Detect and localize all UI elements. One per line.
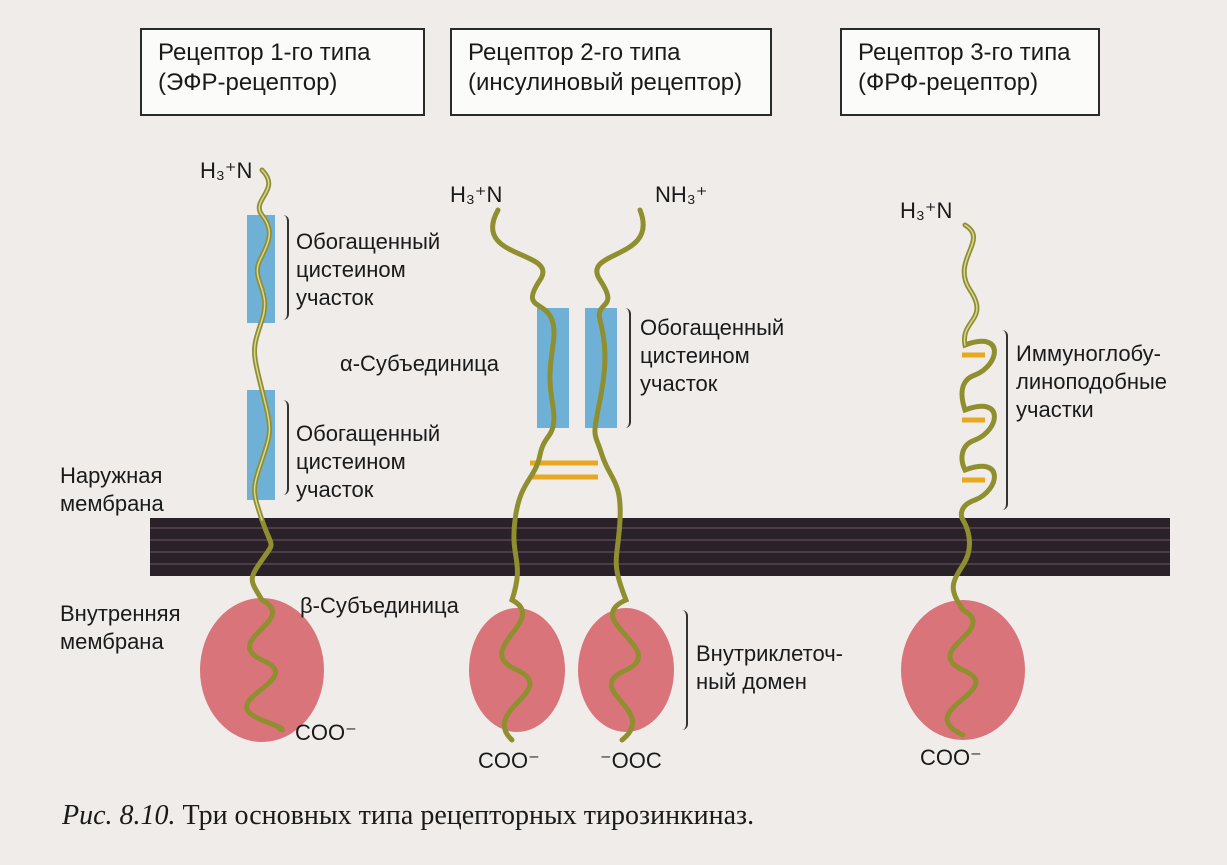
chain-receptor-2a [490, 207, 557, 743]
n-terminus-1: H₃⁺N [200, 158, 253, 183]
label-ig-like: Иммуноглобу- линоподобные участки [1016, 341, 1168, 422]
bracket-kinase [680, 610, 688, 730]
label-alpha-subunit: α-Субъединица [340, 351, 499, 376]
receptor-3-title: Рецептор 3-го типа (ФРФ-рецептор) [840, 28, 1100, 116]
n-terminus-2a: H₃⁺N [450, 182, 503, 207]
c-terminus-3: COO⁻ [920, 745, 982, 770]
membrane-stripes [150, 527, 1170, 565]
figure-caption: Рис. 8.10. Три основных типа рецепторных… [62, 800, 754, 832]
bracket-cys-3 [623, 308, 631, 428]
cell-membrane [150, 518, 1170, 576]
n-terminus-2b: NH₃⁺ [655, 182, 708, 207]
chain-receptor-2b [592, 207, 646, 743]
bracket-cys-1 [281, 215, 289, 320]
label-cys-rich-2: Обогащенный цистеином участок [296, 421, 441, 502]
label-beta-subunit: β-Субъединица [300, 593, 459, 618]
n-terminus-3: H₃⁺N [900, 198, 953, 223]
cys-rich-block-1b [247, 390, 275, 500]
label-cys-rich-1: Обогащенный цистеином участок [296, 229, 441, 310]
label-inner-membrane: Внутренняя мембрана [60, 601, 181, 654]
receptor-2-title: Рецептор 2-го типа (инсулиновый рецептор… [450, 28, 772, 116]
caption-text: Три основных типа рецепторных тирозинкин… [175, 800, 755, 831]
receptor-1-title: Рецептор 1-го типа (ЭФР-рецептор) [140, 28, 425, 116]
c-terminus-2a: COO⁻ [478, 748, 540, 773]
label-intracellular-domain: Внутриклеточ- ный домен [696, 641, 844, 694]
label-cys-rich-3: Обогащенный цистеином участок [640, 315, 785, 396]
c-terminus-2b: ⁻OOC [600, 748, 662, 773]
label-outer-membrane: Наружная мембрана [60, 463, 164, 516]
chain-highlight-1 [253, 169, 271, 521]
bracket-ig [1000, 330, 1008, 510]
caption-number: Рис. 8.10. [62, 800, 176, 831]
disulfide-bridges [530, 352, 985, 483]
kinase-domain-1 [200, 598, 324, 742]
bracket-cys-2 [281, 400, 289, 495]
c-terminus-1: COO⁻ [295, 720, 357, 745]
chain-highlight-3 [963, 224, 978, 346]
